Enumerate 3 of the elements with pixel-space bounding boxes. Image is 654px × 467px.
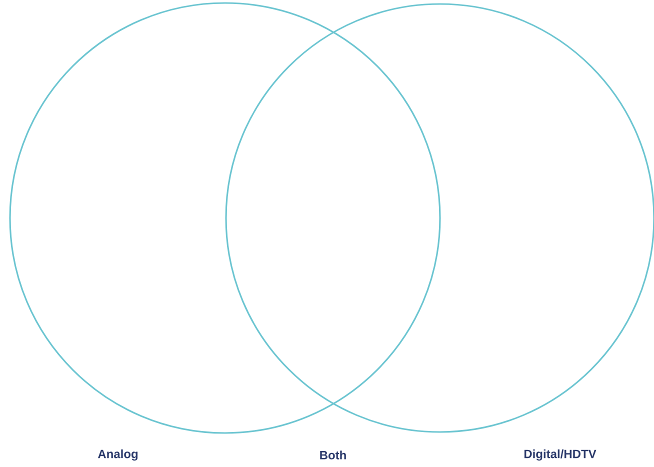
circle-label: Analog: [98, 449, 138, 461]
circle-label: Digital/HDTV: [524, 449, 596, 461]
overlap-label: Both: [320, 450, 346, 460]
